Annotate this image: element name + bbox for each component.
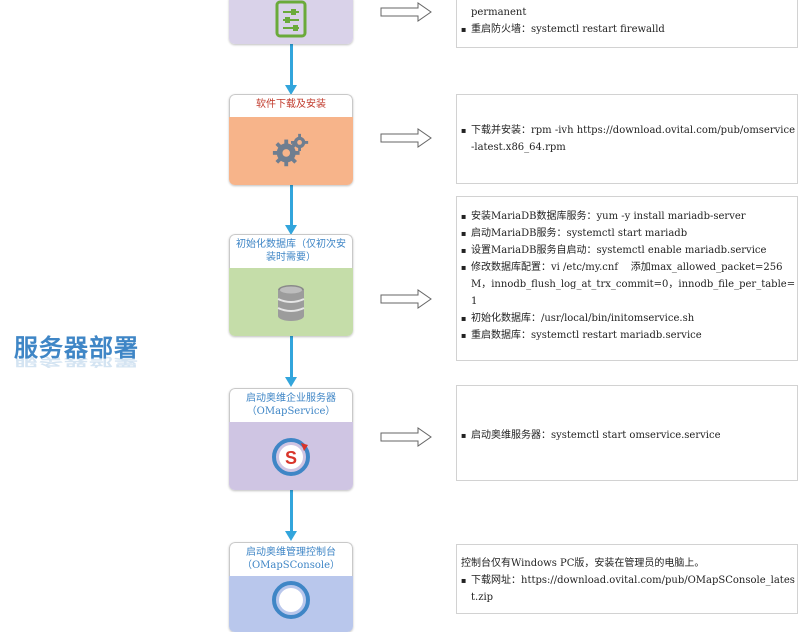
detail-item: 初始化数据库：/usr/local/bin/initomservice.sh [461,310,797,327]
connector-arrowhead [285,225,297,235]
step-label: 启动奥维管理控制台（OMapSConsole） [229,542,353,576]
step-software-install-body [229,117,353,185]
arrow-right-icon [380,2,432,22]
svg-text:S: S [285,448,297,468]
detail-item: 启动奥维服务器：systemctl start omservice.servic… [461,427,797,444]
detail-item: 安装MariaDB数据库服务：yum -y install mariadb-se… [461,208,797,225]
omap-console-icon [271,580,311,620]
connector-arrowhead [285,531,297,541]
detail-item: 设置MariaDB服务自启动：systemctl enable mariadb.… [461,242,797,259]
connector-arrowhead [285,377,297,387]
omap-service-icon: S [271,437,311,477]
detail-item: 启动MariaDB服务：systemctl start mariadb [461,225,797,242]
settings-sliders-icon [271,0,311,39]
detail-item: 下载网址：https://download.ovital.com/pub/OMa… [461,572,797,606]
detail-item: 允许1616端口：firewall-cmd --permanent --add-… [461,0,797,21]
page-title: 服务器部署 [14,334,139,362]
step-start-omapsconsole-body [229,576,353,632]
detail-intro: 控制台仅有Windows PC版，安装在管理员的电脑上。 [461,558,705,569]
arrow-right-icon [380,427,432,447]
detail-panel-start-omapservice: 启动奥维服务器：systemctl start omservice.servic… [456,385,798,481]
step-label: 启动奥维企业服务器（OMapService） [229,388,353,422]
step-start-omapservice: 启动奥维企业服务器（OMapService） S [229,388,353,490]
step-software-install: 软件下载及安装 [229,94,353,185]
detail-panel-init-database: 安装MariaDB数据库服务：yum -y install mariadb-se… [456,196,798,361]
connector-line [290,336,293,378]
step-init-database-body [229,268,353,336]
step-firewall-body [229,0,353,44]
step-start-omapsconsole: 启动奥维管理控制台（OMapSConsole） [229,542,353,632]
detail-item: 修改数据库配置：vi /etc/my.cnf 添加max_allowed_pac… [461,259,797,310]
connector-arrowhead [285,85,297,95]
connector-line [290,184,293,226]
step-start-omapservice-body: S [229,422,353,490]
gears-icon [271,131,311,171]
step-firewall [229,0,353,44]
detail-item: 重启防火墙：systemctl restart firewalld [461,21,797,38]
step-init-database: 初始化数据库（仅初次安装时需要） [229,234,353,336]
detail-panel-start-omapsconsole: 控制台仅有Windows PC版，安装在管理员的电脑上。 下载网址：https:… [456,544,798,614]
detail-panel-software-install: 下载并安装：rpm -ivh https://download.ovital.c… [456,94,798,184]
arrow-right-icon [380,289,432,309]
arrow-right-icon [380,128,432,148]
step-label: 软件下载及安装 [229,94,353,117]
detail-panel-firewall: 允许1616端口：firewall-cmd --permanent --add-… [456,0,798,48]
step-label: 初始化数据库（仅初次安装时需要） [229,234,353,268]
database-icon [271,283,311,323]
detail-item: 重启数据库：systemctl restart mariadb.service [461,327,797,344]
page-title-reflection: 服务器部署 [14,353,139,369]
detail-item: 下载并安装：rpm -ivh https://download.ovital.c… [461,122,797,156]
connector-line [290,490,293,532]
connector-line [290,44,293,86]
